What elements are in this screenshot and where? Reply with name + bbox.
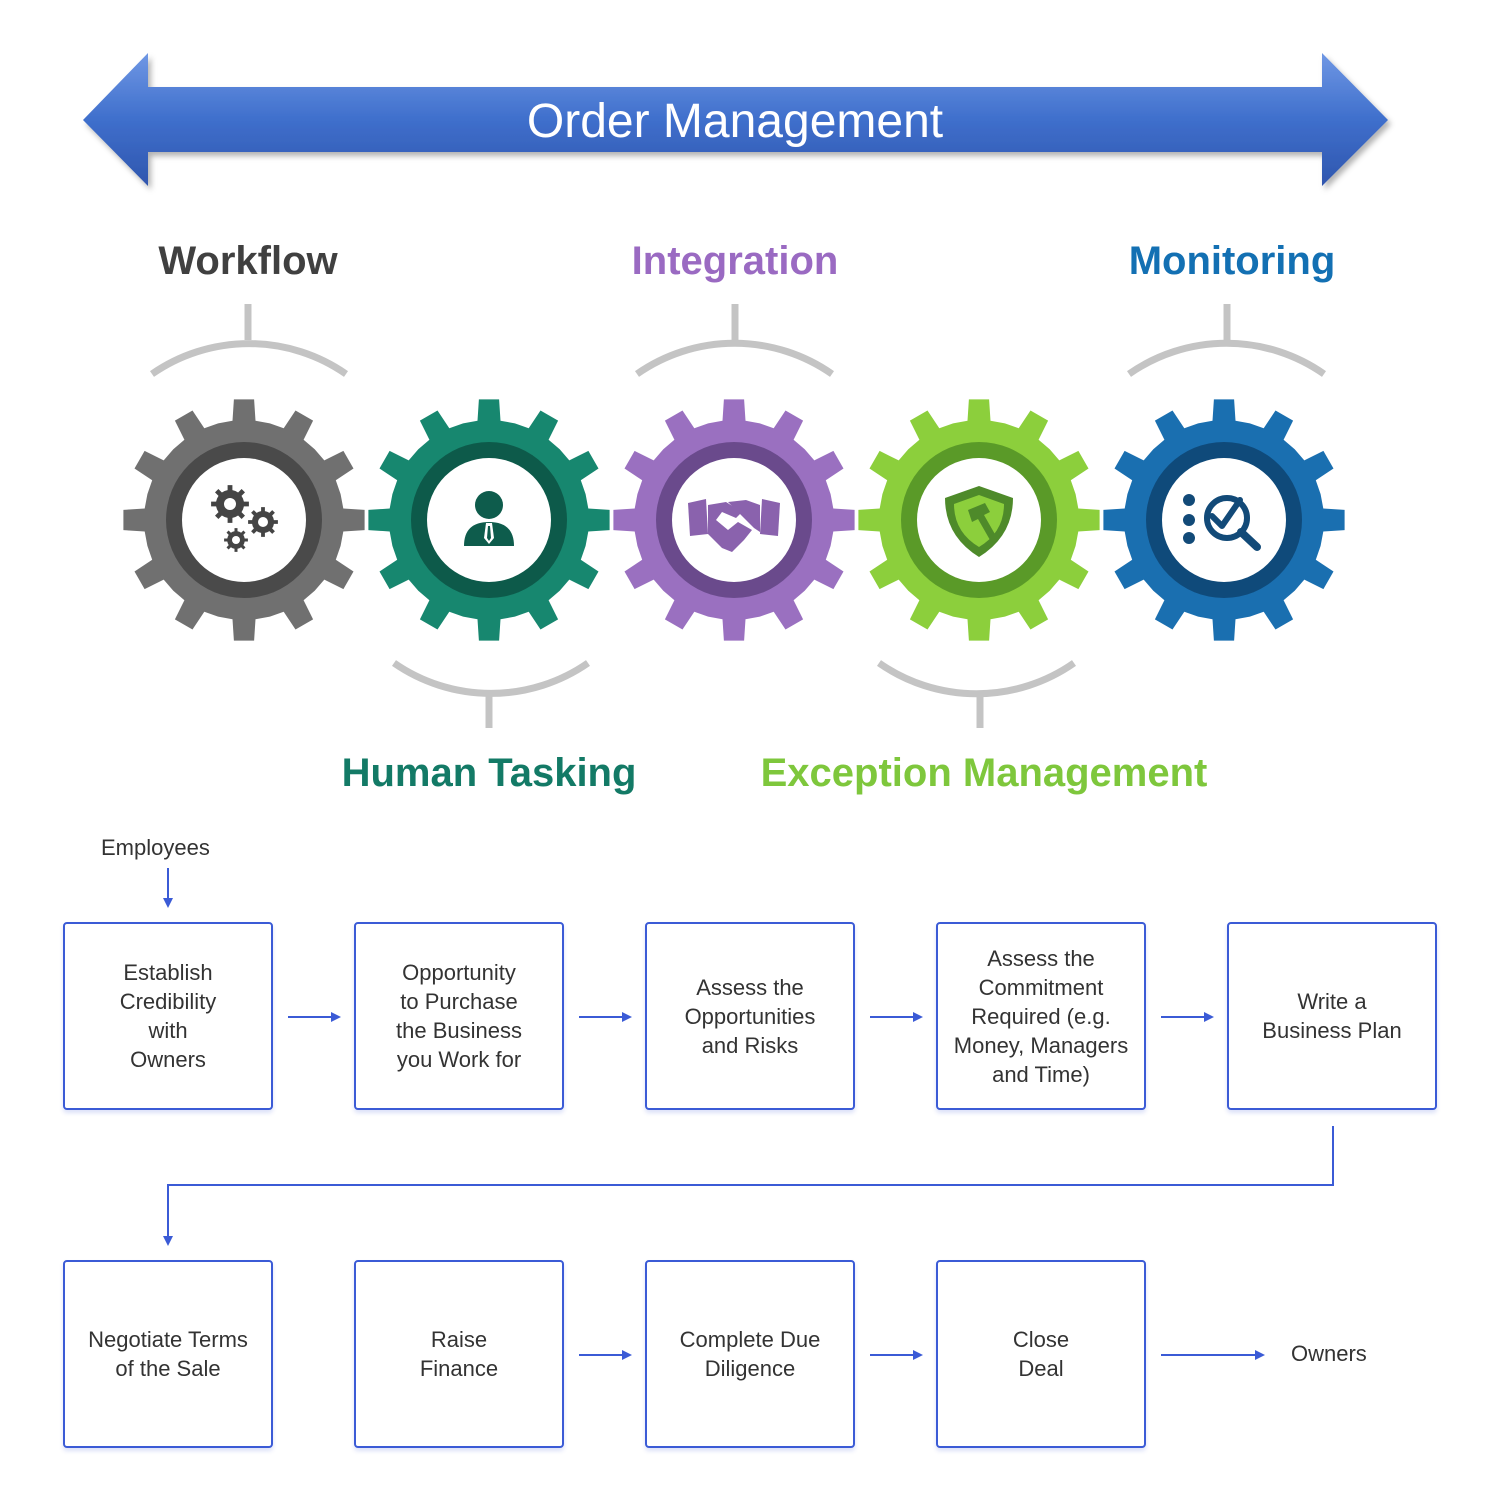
step-label: Close Deal [1012, 1327, 1070, 1381]
gear-monitoring [1103, 399, 1345, 641]
step-establish-credibility: Establish Credibility with Owners [63, 922, 273, 1110]
step-label: Assess the Opportunities and Risks [684, 974, 816, 1058]
cogs-icon [211, 485, 278, 552]
banner-title: Order Management [527, 95, 943, 148]
person-icon [464, 491, 514, 546]
gear-label-workflow: Workflow [158, 239, 338, 283]
employees-label: Employees [101, 835, 210, 860]
step-opportunity-to-purchase: Opportunity to Purchase the Business you… [354, 922, 564, 1110]
bracket-workflow [150, 304, 348, 377]
step-complete-due-diligence: Complete Due Diligence [645, 1260, 855, 1448]
step-assess-opportunities: Assess the Opportunities and Risks [645, 922, 855, 1110]
double-arrow-shape [83, 53, 1388, 186]
step-label: Establish Credibility with Owners [119, 960, 217, 1072]
bracket-integration [634, 304, 835, 377]
step-label: Negotiate Terms of the Sale [88, 1327, 248, 1381]
step-label: Complete Due Diligence [679, 1327, 821, 1381]
step-raise-finance: Raise Finance [354, 1260, 564, 1448]
owners-label: Owners [1291, 1341, 1367, 1366]
connector-row1-to-row2 [163, 1126, 1334, 1246]
shield-hammer-icon [945, 486, 1013, 557]
bracket-exception-management [876, 660, 1077, 728]
bracket-human-tasking [392, 660, 590, 728]
gear-exception-management [858, 399, 1100, 641]
step-label: Opportunity to Purchase the Business you… [396, 960, 522, 1072]
step-label: Assess the Commitment Required (e.g. Mon… [953, 945, 1129, 1087]
gear-label-exception-management: Exception Management [761, 751, 1208, 795]
gear-label-integration: Integration [632, 239, 839, 283]
step-negotiate-terms: Negotiate Terms of the Sale [63, 1260, 273, 1448]
step-close-deal: Close Deal [936, 1260, 1146, 1448]
gear-workflow [123, 399, 365, 641]
handshake-icon [688, 499, 780, 552]
step-label: Raise Finance [419, 1327, 499, 1381]
step-label: Write a Business Plan [1262, 989, 1402, 1043]
bracket-monitoring [1126, 304, 1327, 377]
gear-human-tasking [368, 399, 610, 641]
gear-label-human-tasking: Human Tasking [342, 751, 637, 795]
gear-integration [613, 399, 855, 641]
step-assess-commitment: Assess the Commitment Required (e.g. Mon… [936, 922, 1146, 1110]
step-write-business-plan: Write a Business Plan [1227, 922, 1437, 1110]
checklist-search-icon [1183, 494, 1261, 551]
gear-label-monitoring: Monitoring [1129, 239, 1336, 283]
order-management-banner: Order Management [83, 53, 1388, 186]
